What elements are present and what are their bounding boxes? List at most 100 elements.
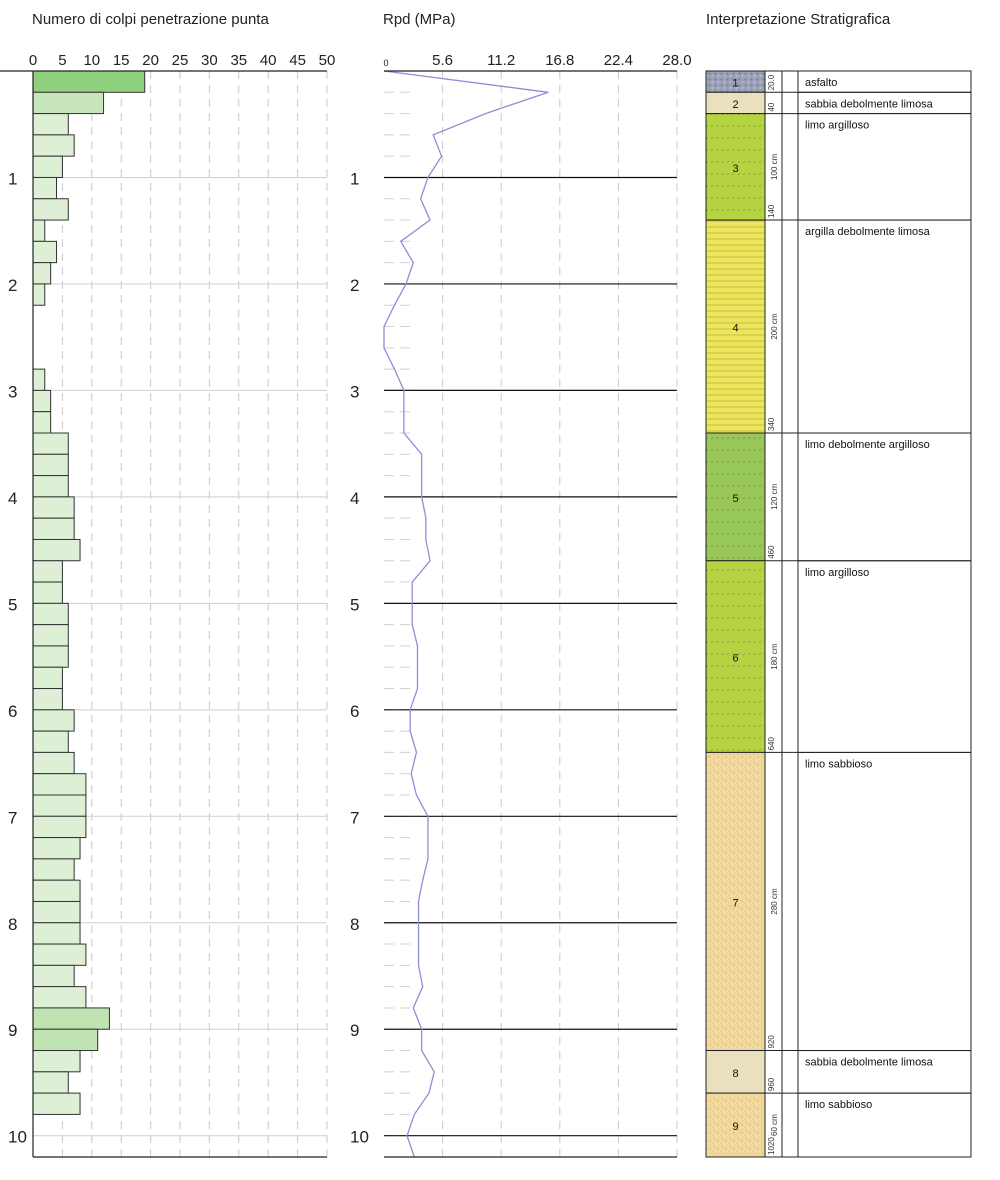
blows-bar [32, 730, 69, 753]
strat-layer-description: limo sabbioso [805, 1099, 872, 1111]
strat-layer-number: 6 [732, 653, 738, 665]
blows-bar [32, 858, 75, 881]
strat-layer-number: 1 [732, 78, 738, 90]
blows-bar [32, 91, 105, 115]
blows-bar [32, 453, 69, 477]
blows-y-tick-label: 8 [8, 915, 17, 934]
blows-bar [32, 155, 63, 178]
strat-layer-description: limo debolmente argilloso [805, 439, 930, 451]
rpd-x-tick-label: 22.4 [604, 52, 633, 69]
chart3-title: Interpretazione Stratigrafica [706, 11, 891, 28]
strat-layer-description: limo argilloso [805, 120, 869, 132]
blows-x-tick-label: 15 [113, 52, 130, 69]
blows-bar [32, 773, 87, 796]
rpd-x-tick-label: 28.0 [662, 52, 691, 69]
rpd-x-tick-label: 5.6 [432, 52, 453, 69]
blows-y-tick-label: 3 [8, 382, 17, 401]
strat-desc-cell [797, 432, 972, 562]
blows-bar [32, 688, 63, 711]
blows-bar [32, 709, 75, 732]
rpd-y-tick-label: 1 [350, 169, 359, 188]
blows-bar [32, 751, 75, 775]
strat-base-depth-label: 920 [767, 1035, 776, 1049]
strat-desc-cell [797, 219, 972, 434]
strat-base-depth-label: 40 [767, 102, 776, 111]
blows-y-tick-label: 1 [8, 169, 17, 188]
strat-base-depth-label: 460 [767, 545, 776, 559]
blows-bar [32, 1028, 99, 1052]
strat-layer-description: limo argilloso [805, 567, 869, 579]
rpd-y-tick-label: 3 [350, 382, 359, 401]
strat-layer-description: asfalto [805, 77, 837, 89]
blows-x-tick-label: 30 [201, 52, 218, 69]
strat-base-depth-label: 20.0 [767, 74, 776, 90]
blows-bar [32, 240, 58, 264]
blows-bar [32, 113, 69, 136]
blows-x-tick-label: 20 [142, 52, 159, 69]
strat-base-depth-label: 140 [767, 204, 776, 218]
blows-bar [32, 624, 69, 647]
blows-bar [32, 262, 52, 285]
strat-layer-pattern [706, 752, 765, 1051]
strat-thickness-label: 180 cm [770, 643, 779, 670]
blows-bar [32, 219, 46, 242]
chart1-title: Numero di colpi penetrazione punta [32, 11, 269, 28]
blows-bar [32, 1050, 81, 1073]
blows-y-tick-label: 5 [8, 595, 17, 614]
blows-x-tick-label: 45 [289, 52, 306, 69]
strat-layer-description: argilla debolmente limosa [805, 226, 931, 238]
blows-y-tick-label: 7 [8, 808, 17, 827]
strat-layer-pattern [706, 1093, 765, 1157]
blows-bar [32, 815, 87, 839]
blows-x-tick-label: 25 [172, 52, 189, 69]
strat-layer-description: sabbia debolmente limosa [805, 1057, 934, 1069]
blows-bar [32, 475, 69, 498]
blows-bar [32, 432, 69, 455]
chart2-title: Rpd (MPa) [383, 11, 456, 28]
strat-layer-pattern [706, 113, 765, 221]
blows-bar [32, 70, 146, 93]
blows-bar [32, 943, 87, 966]
strat-layer-number: 5 [732, 493, 738, 505]
blows-x-tick-label: 10 [83, 52, 100, 69]
blows-x-tick-label: 35 [230, 52, 247, 69]
blows-bar [32, 964, 75, 988]
blows-bar [32, 1071, 69, 1094]
blows-y-tick-label: 9 [8, 1021, 17, 1040]
strat-layer-pattern [706, 220, 765, 433]
blows-y-tick-label: 10 [8, 1128, 27, 1147]
strat-layer-number: 7 [732, 897, 738, 909]
strat-layer-number: 4 [732, 323, 738, 335]
blows-bar [32, 879, 81, 902]
rpd-x-tick-label: 0 [383, 58, 388, 68]
rpd-y-tick-label: 10 [350, 1128, 369, 1147]
blows-bar [32, 283, 46, 306]
blows-bar [32, 560, 63, 583]
blows-bar [32, 581, 63, 604]
strat-layer-number: 3 [732, 163, 738, 175]
strat-layer-pattern [706, 71, 765, 93]
blows-bar [32, 517, 75, 540]
rpd-y-tick-label: 5 [350, 595, 359, 614]
blows-bar [32, 134, 75, 157]
blows-bar [32, 900, 81, 924]
strat-base-depth-label: 640 [767, 737, 776, 751]
strat-base-depth-label: 340 [767, 417, 776, 431]
strat-base-depth-label: 1020 [767, 1137, 776, 1155]
rpd-y-tick-label: 6 [350, 702, 359, 721]
blows-bar [32, 389, 52, 413]
blows-bar [32, 198, 69, 221]
blows-bar [32, 1007, 110, 1030]
strat-layer-fill [706, 92, 765, 114]
blows-bar [32, 922, 81, 945]
blows-bar [32, 1092, 81, 1115]
strat-layer-number: 8 [732, 1068, 738, 1080]
blows-bar [32, 176, 58, 200]
blows-y-tick-label: 2 [8, 276, 17, 295]
strat-layer-pattern [706, 433, 765, 561]
strat-layer-number: 2 [732, 99, 738, 111]
blows-bar [32, 645, 69, 668]
blows-bar [32, 794, 87, 817]
